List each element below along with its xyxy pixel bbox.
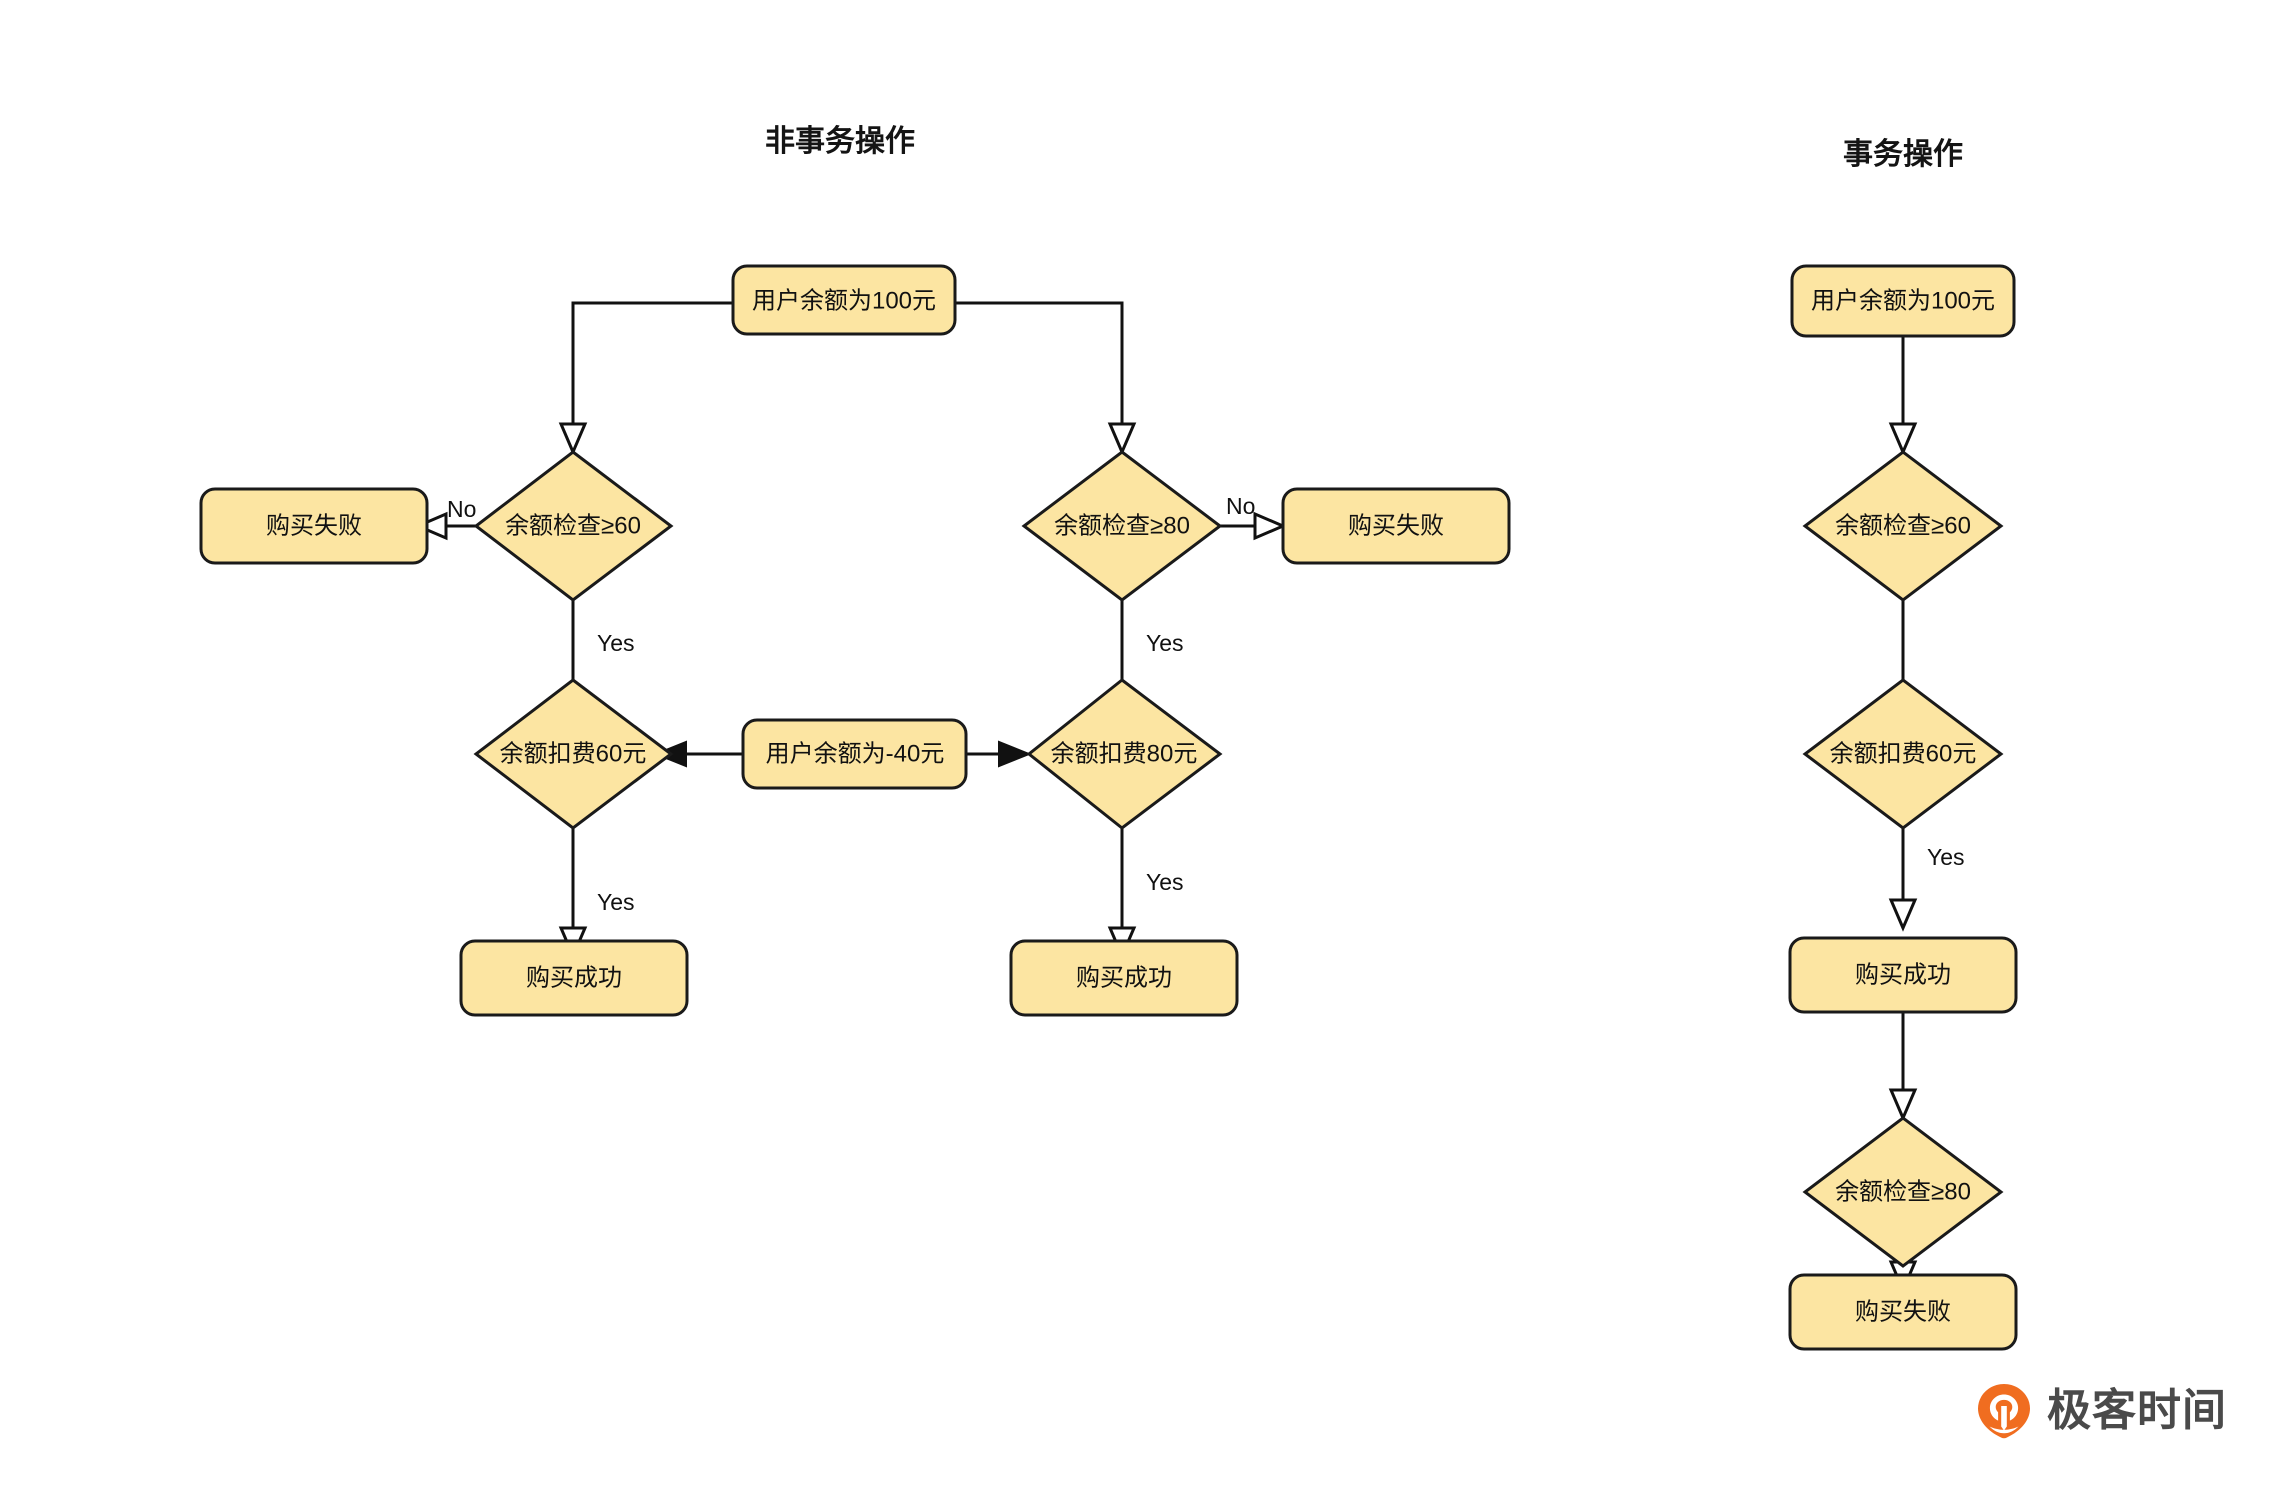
arrowhead-check80-to-fail: [1253, 511, 1287, 541]
node-right-check60: [1802, 450, 2004, 602]
node-left-deduct60-label: 余额扣费60元: [500, 740, 647, 767]
brand-name: 极客时间: [2047, 1386, 2227, 1435]
node-left-middle-note: [741, 718, 968, 790]
arrowhead-start-to-check60: [558, 422, 588, 456]
node-right-deduct60-label: 余额扣费60元: [1830, 740, 1977, 767]
node-left-success-right: [1009, 939, 1239, 1017]
node-left-success-label: 购买成功: [526, 964, 622, 991]
node-left-start-label: 用户余额为100元: [752, 287, 936, 314]
node-left-fail-label: 购买失败: [266, 512, 362, 539]
arrowhead-r-start-to-check60: [1888, 422, 1918, 456]
node-right-deduct60: [1802, 678, 2004, 830]
node-left-middle-note-label: 用户余额为-40元: [766, 740, 945, 767]
geektime-logo-icon: [1975, 1382, 2033, 1440]
arrowhead-note-to-deduct80: [998, 740, 1032, 768]
arrowhead-r-deduct60-to-success: [1888, 898, 1918, 932]
node-left-start: [731, 264, 957, 336]
node-left-deduct80: [1026, 678, 1223, 830]
edge-label-yes-check80: Yes: [1146, 630, 1184, 656]
arrowhead-start-to-check80: [1107, 422, 1137, 456]
node-right-fail-label: 购买失败: [1855, 1298, 1951, 1325]
node-left-check80-label: 余额检查≥80: [1054, 512, 1190, 539]
node-right-success-label: 购买成功: [1855, 961, 1951, 988]
node-left-deduct60: [473, 678, 674, 830]
node-left-fail-right: [1281, 487, 1511, 565]
edge-label-no-left: No: [447, 496, 476, 522]
right-chart-title: 事务操作: [1843, 138, 1963, 171]
left-chart-title: 非事务操作: [765, 125, 915, 158]
node-left-success-right-label: 购买成功: [1076, 964, 1172, 991]
node-right-fail: [1788, 1273, 2018, 1351]
edge-start-to-check60: [571, 301, 733, 424]
edge-start-to-check80: [955, 301, 1124, 424]
node-left-check60-label: 余额检查≥60: [505, 512, 641, 539]
arrowhead-r-success-to-check80: [1888, 1088, 1918, 1122]
node-right-check80: [1802, 1116, 2004, 1268]
edge-label-no-right: No: [1226, 493, 1255, 519]
node-right-start: [1790, 264, 2016, 338]
brand-logo: 极客时间: [1975, 1382, 2227, 1440]
node-right-check80-label: 余额检查≥80: [1835, 1178, 1971, 1205]
edge-label-yes-deduct80: Yes: [1146, 869, 1184, 895]
node-right-success: [1788, 936, 2018, 1014]
node-left-check80: [1021, 450, 1223, 602]
node-left-fail-right-label: 购买失败: [1348, 512, 1444, 539]
node-left-fail: [199, 487, 429, 565]
edge-label-yes-deduct60: Yes: [597, 889, 635, 915]
node-right-start-label: 用户余额为100元: [1811, 287, 1995, 314]
node-right-check60-label: 余额检查≥60: [1835, 512, 1971, 539]
arrowhead-check60-to-fail: [414, 511, 448, 541]
edge-label-yes-check60: Yes: [597, 630, 635, 656]
edge-label-r-yes-deduct60: Yes: [1927, 844, 1965, 870]
node-left-success: [459, 939, 689, 1017]
node-left-check60: [473, 450, 674, 602]
node-left-deduct80-label: 余额扣费80元: [1051, 740, 1198, 767]
